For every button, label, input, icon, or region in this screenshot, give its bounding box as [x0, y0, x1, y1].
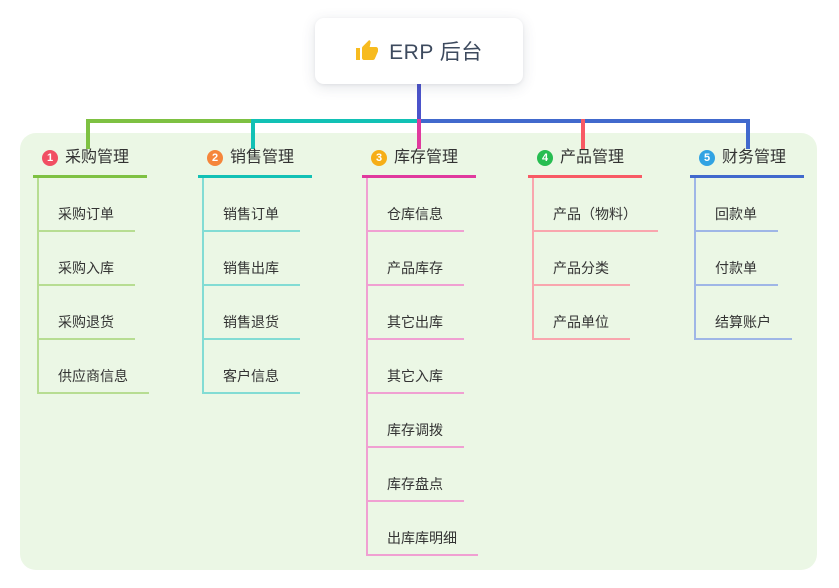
child-node[interactable]: 其它入库 [368, 340, 464, 394]
branch-number-badge: 5 [699, 150, 715, 166]
child-node[interactable]: 客户信息 [204, 340, 300, 394]
branch-label: 采购管理 [65, 149, 130, 166]
child-node-label: 仓库信息 [387, 206, 443, 222]
child-node[interactable]: 产品库存 [368, 232, 464, 286]
branch-drop-connector [581, 119, 585, 149]
branch-number-badge: 1 [42, 150, 58, 166]
child-node[interactable]: 销售出库 [204, 232, 300, 286]
branch-5: 5 财务管理回款单付款单结算账户 [690, 148, 804, 340]
child-node-label: 结算账户 [715, 314, 771, 330]
branch-drop-connector [251, 119, 255, 149]
child-node-label: 采购订单 [58, 206, 114, 222]
child-node[interactable]: 出库库明细 [368, 502, 478, 556]
child-node[interactable]: 付款单 [696, 232, 778, 286]
child-node-label: 采购退货 [58, 314, 114, 330]
branch-number-badge: 4 [537, 150, 553, 166]
branch-children: 销售订单销售出库销售退货客户信息 [202, 178, 312, 394]
child-node[interactable]: 其它出库 [368, 286, 464, 340]
child-node[interactable]: 采购入库 [39, 232, 135, 286]
child-node-label: 产品单位 [553, 314, 609, 330]
child-node-label: 出库库明细 [387, 530, 457, 546]
branch-header[interactable]: 5 财务管理 [690, 148, 804, 178]
child-node[interactable]: 采购订单 [39, 178, 135, 232]
child-node-label: 供应商信息 [58, 368, 128, 384]
child-node[interactable]: 销售订单 [204, 178, 300, 232]
thumbs-up-icon [356, 40, 379, 60]
child-node[interactable]: 产品（物料） [534, 178, 658, 232]
child-node-label: 其它入库 [387, 368, 443, 384]
child-node-label: 客户信息 [223, 368, 279, 384]
child-node-label: 销售退货 [223, 314, 279, 330]
branch-label: 销售管理 [230, 149, 295, 166]
child-node-label: 产品（物料） [553, 206, 637, 222]
child-node[interactable]: 采购退货 [39, 286, 135, 340]
trunk-connector [86, 119, 253, 123]
child-node-label: 采购入库 [58, 260, 114, 276]
child-node[interactable]: 结算账户 [696, 286, 792, 340]
child-node-label: 销售订单 [223, 206, 279, 222]
branch-drop-connector [746, 119, 750, 149]
branches-panel [20, 133, 817, 570]
branch-children: 仓库信息产品库存其它出库其它入库库存调拨库存盘点出库库明细 [366, 178, 478, 556]
root-node-label: ERP 后台 [389, 41, 483, 64]
root-node[interactable]: ERP 后台 [315, 18, 523, 84]
branch-4: 4 产品管理产品（物料） 产品分类产品单位 [528, 148, 658, 340]
branch-label: 产品管理 [560, 149, 625, 166]
branch-header[interactable]: 3 库存管理 [362, 148, 476, 178]
child-node-label: 回款单 [715, 206, 757, 222]
branch-number-badge: 3 [371, 150, 387, 166]
branch-children: 产品（物料） 产品分类产品单位 [532, 178, 658, 340]
child-node-label: 销售出库 [223, 260, 279, 276]
branch-1: 1 采购管理采购订单采购入库采购退货供应商信息 [33, 148, 149, 394]
branch-drop-connector [86, 119, 90, 149]
child-node[interactable]: 仓库信息 [368, 178, 464, 232]
child-node-label: 产品分类 [553, 260, 609, 276]
child-node-label: 其它出库 [387, 314, 443, 330]
branch-drop-connector [417, 119, 421, 149]
root-stem-connector [417, 84, 421, 123]
branch-children: 采购订单采购入库采购退货供应商信息 [37, 178, 149, 394]
child-node[interactable]: 销售退货 [204, 286, 300, 340]
child-node-label: 产品库存 [387, 260, 443, 276]
branch-2: 2 销售管理销售订单销售出库销售退货客户信息 [198, 148, 312, 394]
child-node[interactable]: 回款单 [696, 178, 778, 232]
branch-header[interactable]: 1 采购管理 [33, 148, 147, 178]
child-node[interactable]: 产品单位 [534, 286, 630, 340]
branch-label: 库存管理 [394, 149, 459, 166]
child-node-label: 库存盘点 [387, 476, 443, 492]
child-node-label: 库存调拨 [387, 422, 443, 438]
branch-header[interactable]: 4 产品管理 [528, 148, 642, 178]
branch-label: 财务管理 [722, 149, 787, 166]
child-node[interactable]: 产品分类 [534, 232, 630, 286]
branch-number-badge: 2 [207, 150, 223, 166]
branch-header[interactable]: 2 销售管理 [198, 148, 312, 178]
child-node[interactable]: 供应商信息 [39, 340, 149, 394]
child-node[interactable]: 库存调拨 [368, 394, 464, 448]
branch-children: 回款单付款单结算账户 [694, 178, 804, 340]
child-node-label: 付款单 [715, 260, 757, 276]
trunk-connector [251, 119, 419, 123]
child-node[interactable]: 库存盘点 [368, 448, 464, 502]
branch-3: 3 库存管理仓库信息产品库存其它出库其它入库库存调拨库存盘点出库库明细 [362, 148, 478, 556]
